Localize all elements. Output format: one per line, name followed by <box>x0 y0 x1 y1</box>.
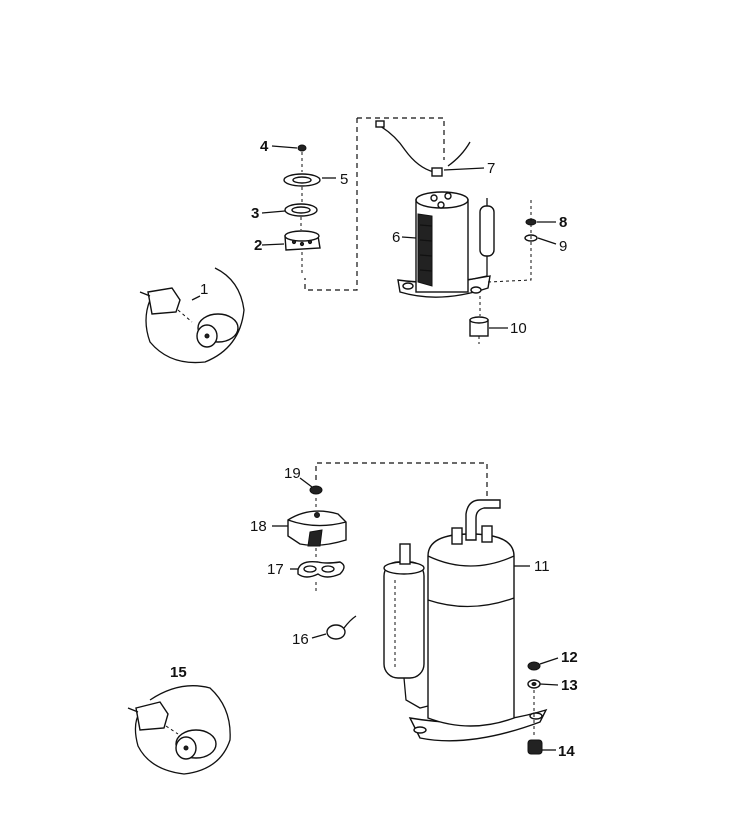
part-6-compressor <box>397 191 495 298</box>
callout-14: 14 <box>558 743 575 760</box>
callout-19: 19 <box>284 465 301 482</box>
part-14-grommet <box>527 739 543 755</box>
part-3-gasket <box>284 203 318 230</box>
callouts: 4 5 3 2 1 6 7 8 9 10 19 18 17 16 11 12 1… <box>170 138 578 760</box>
part-1-inset <box>139 267 245 364</box>
lower-assembly <box>127 462 559 775</box>
callout-18: 18 <box>250 518 267 535</box>
part-15-inset <box>127 685 231 775</box>
callout-8: 8 <box>559 214 567 231</box>
part-11-compressor <box>383 499 548 742</box>
part-12-nut <box>527 661 541 671</box>
part-10-grommet <box>469 296 489 344</box>
callout-16: 16 <box>292 631 309 648</box>
callout-13: 13 <box>561 677 578 694</box>
part-19-nut <box>309 485 323 495</box>
part-7-wire-harness <box>375 120 471 177</box>
part-5-terminal-cover <box>283 173 321 202</box>
callout-15: 15 <box>170 664 187 681</box>
callout-6: 6 <box>392 229 400 246</box>
upper-assembly <box>139 117 557 364</box>
callout-2: 2 <box>254 237 262 254</box>
callout-9: 9 <box>559 238 567 255</box>
callout-1: 1 <box>200 281 208 298</box>
part-17-gasket <box>297 560 345 578</box>
part-4-nut <box>297 144 307 172</box>
part-18-terminal-cover <box>287 510 347 547</box>
callout-7: 7 <box>487 160 495 177</box>
callout-5: 5 <box>340 171 348 188</box>
part-13-washer <box>527 679 541 689</box>
part-2-terminal-block <box>284 230 321 276</box>
callout-11: 11 <box>534 558 550 575</box>
callout-10: 10 <box>510 320 527 337</box>
callout-3: 3 <box>251 205 259 222</box>
callout-12: 12 <box>561 649 578 666</box>
callout-17: 17 <box>267 561 284 578</box>
part-16-connector <box>311 615 357 640</box>
callout-4: 4 <box>260 138 269 155</box>
